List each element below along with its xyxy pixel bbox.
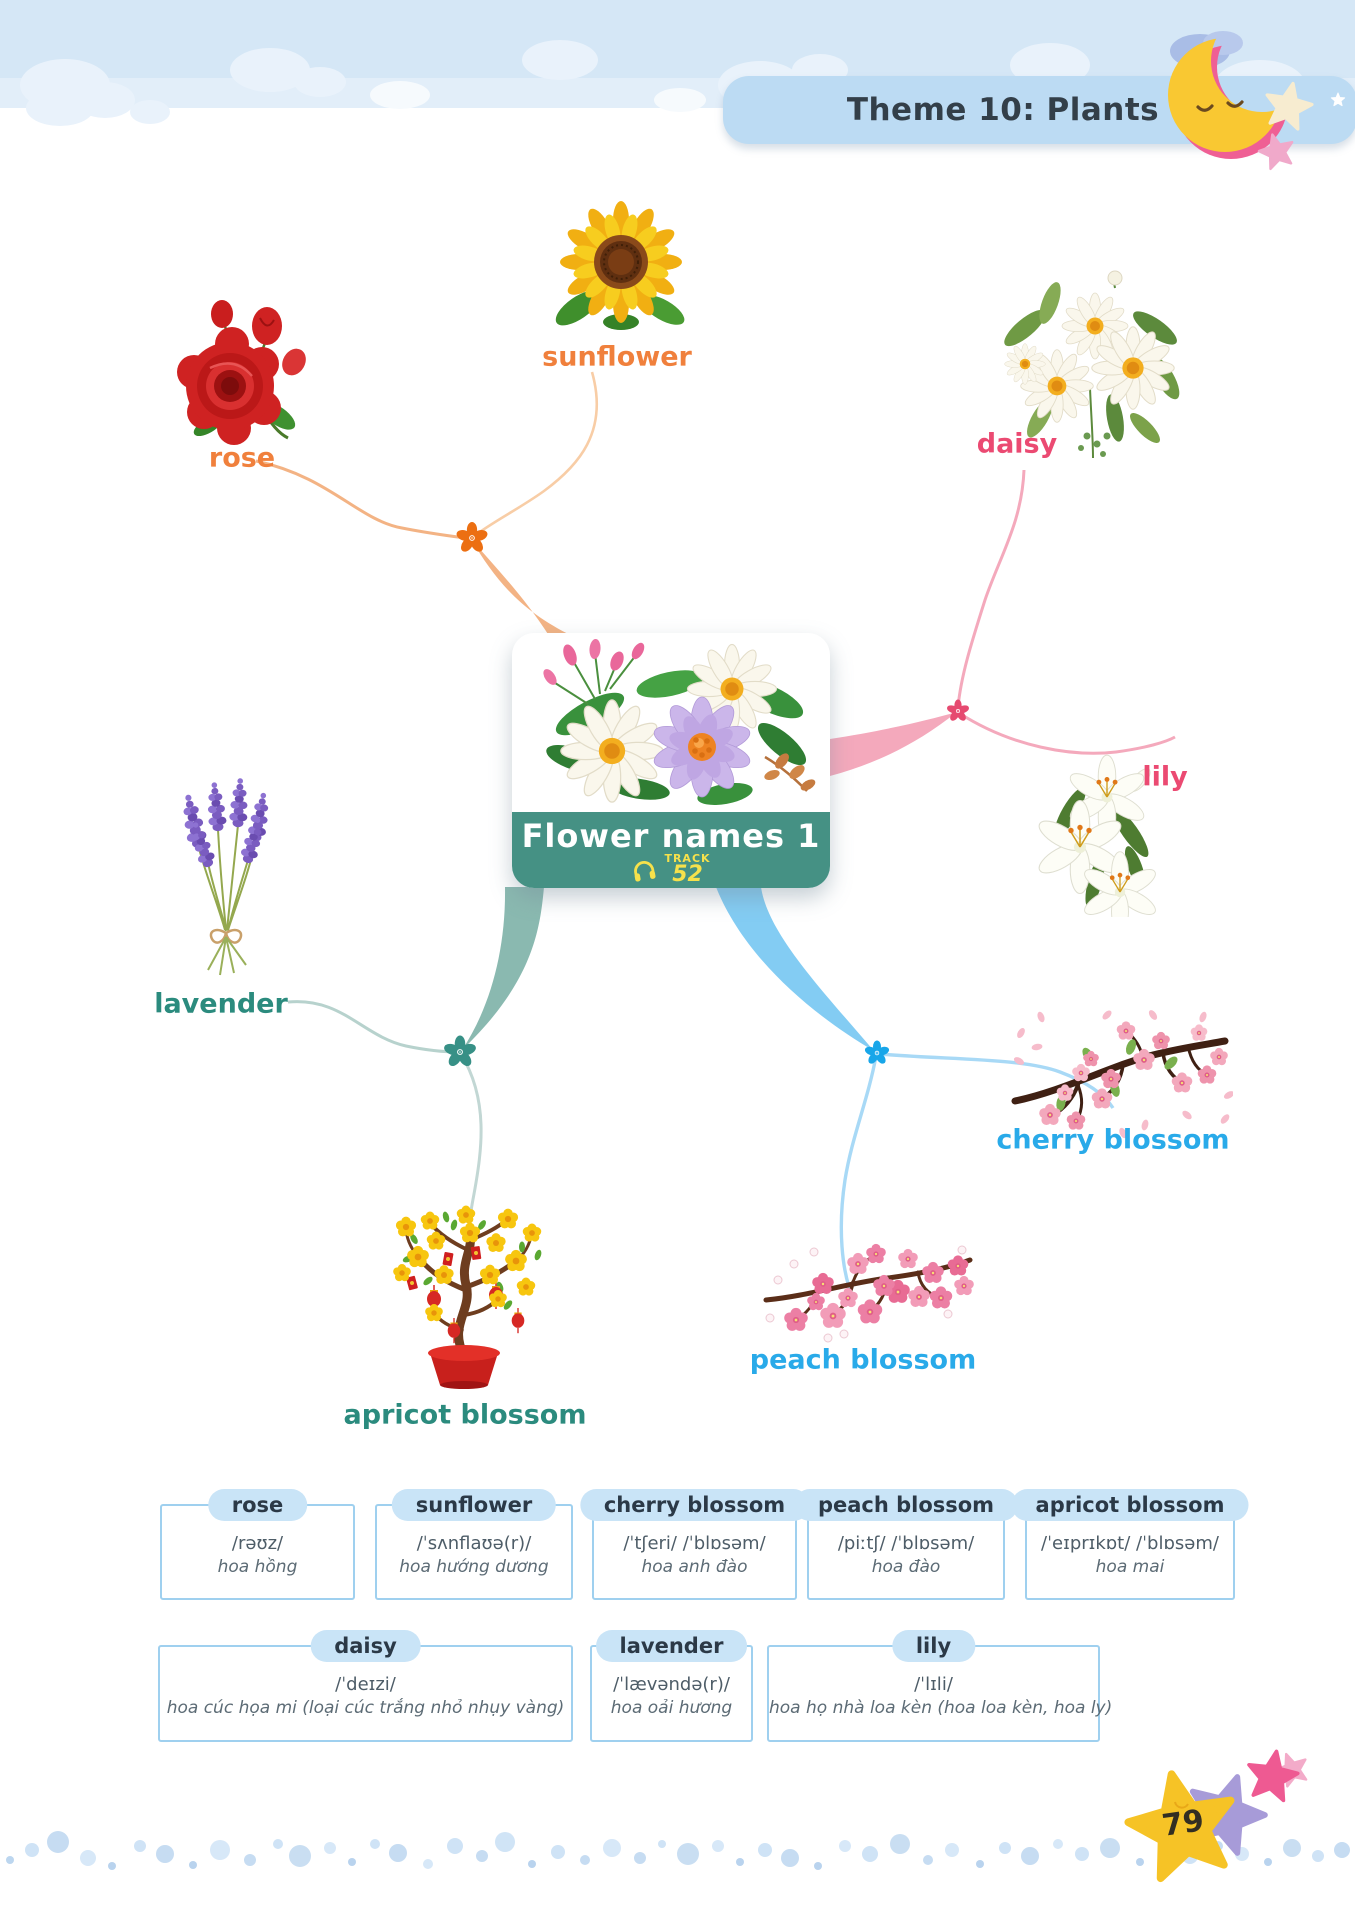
map-label-rose: rose bbox=[208, 442, 276, 474]
lavender-illustration bbox=[178, 777, 273, 976]
vocab-word: lavender bbox=[595, 1630, 748, 1662]
vocab-ipa: /piːtʃ/ /ˈblɒsəm/ bbox=[837, 1533, 975, 1554]
sleeping-moon bbox=[1168, 38, 1282, 152]
center-topic-title: Flower names 1 bbox=[521, 817, 821, 855]
vocab-meaning: hoa cúc họa mi (loại cúc trắng nhỏ nhụy … bbox=[166, 1698, 565, 1718]
vocab-card-lily: lily /ˈlɪli/ hoa họ nhà loa kèn (hoa loa… bbox=[767, 1630, 1113, 1742]
branch-node-flower-icon bbox=[454, 521, 490, 555]
bouquet-illustration bbox=[543, 639, 816, 805]
vocab-meaning: hoa hướng dương bbox=[399, 1557, 549, 1577]
vocab-card-apricot-blossom: apricot blossom /ˈeɪprɪkɒt/ /ˈblɒsəm/ ho… bbox=[1011, 1489, 1249, 1600]
moon-face bbox=[1196, 100, 1244, 112]
corner-stars bbox=[1085, 1745, 1314, 1885]
vocab-word: sunflower bbox=[391, 1489, 557, 1521]
cherry-blossom-illustration bbox=[1011, 1010, 1233, 1139]
page-number: 79 bbox=[1159, 1803, 1207, 1844]
branch-node-flower-icon bbox=[442, 1034, 478, 1069]
vocab-ipa: /ˈtʃeri/ /ˈblɒsəm/ bbox=[623, 1533, 766, 1554]
map-label-lily: lily bbox=[1142, 761, 1188, 793]
vocab-word: lily bbox=[891, 1630, 976, 1662]
map-label-sunflower: sunflower bbox=[542, 341, 692, 373]
map-label-apricot-blossom: apricot blossom bbox=[343, 1399, 587, 1431]
vocab-card-sunflower: sunflower /ˈsʌnflaʊə(r)/ hoa hướng dương bbox=[375, 1489, 573, 1600]
sunflower-illustration bbox=[555, 201, 685, 330]
vocab-ipa: /ˈlɪli/ bbox=[914, 1674, 953, 1695]
vocab-ipa: /rəʊz/ bbox=[231, 1533, 284, 1554]
map-label-cherry-blossom: cherry blossom bbox=[996, 1124, 1230, 1156]
vocab-card-daisy: daisy /ˈdeɪzi/ hoa cúc họa mi (loại cúc … bbox=[158, 1630, 573, 1742]
theme-banner-title: Theme 10: Plants bbox=[846, 92, 1160, 128]
headphones-icon bbox=[634, 860, 656, 882]
bonsai-pot bbox=[430, 1353, 498, 1385]
track-number: 52 bbox=[672, 862, 703, 887]
vocab-meaning: hoa đào bbox=[871, 1557, 941, 1577]
vocab-word: cherry blossom bbox=[579, 1489, 810, 1521]
rose-illustration bbox=[177, 300, 306, 445]
vocab-ipa: /ˈsʌnflaʊə(r)/ bbox=[416, 1533, 532, 1554]
vocab-ipa: /ˈeɪprɪkɒt/ /ˈblɒsəm/ bbox=[1041, 1533, 1219, 1554]
star-icon bbox=[1242, 1745, 1303, 1804]
track-label: TRACK bbox=[664, 852, 711, 865]
audio-track-badge: TRACK 52 bbox=[512, 853, 830, 886]
vocab-meaning: hoa hồng bbox=[217, 1557, 298, 1577]
vocab-ipa: /ˈlævəndə(r)/ bbox=[613, 1674, 730, 1695]
apricot-blossom-illustration bbox=[393, 1205, 542, 1389]
vocab-card-peach-blossom: peach blossom /piːtʃ/ /ˈblɒsəm/ hoa đào bbox=[793, 1489, 1019, 1600]
vocab-card-rose: rose /rəʊz/ hoa hồng bbox=[160, 1489, 355, 1600]
vocab-ipa: /ˈdeɪzi/ bbox=[335, 1674, 396, 1695]
center-topic-card: Flower names 1 TRACK 52 bbox=[512, 633, 830, 888]
vocab-word: apricot blossom bbox=[1011, 1489, 1249, 1521]
vocab-card-lavender: lavender /ˈlævəndə(r)/ hoa oải hương bbox=[590, 1630, 753, 1742]
dots-border bbox=[6, 1831, 1350, 1870]
vocab-meaning: hoa họ nhà loa kèn (hoa loa kèn, hoa ly) bbox=[769, 1698, 1113, 1718]
map-label-peach-blossom: peach blossom bbox=[749, 1344, 977, 1376]
map-label-lavender: lavender bbox=[154, 988, 288, 1020]
star-icon bbox=[1330, 92, 1346, 107]
vocab-meaning: hoa oải hương bbox=[610, 1698, 733, 1718]
vocab-word: daisy bbox=[310, 1630, 421, 1662]
peach-blossom-illustration bbox=[763, 1243, 974, 1343]
map-label-daisy: daisy bbox=[976, 428, 1058, 460]
vocab-card-cherry-blossom: cherry blossom /ˈtʃeri/ /ˈblɒsəm/ hoa an… bbox=[579, 1489, 810, 1600]
moon-illustration bbox=[1168, 31, 1346, 172]
vocab-word: peach blossom bbox=[793, 1489, 1019, 1521]
daisy-illustration bbox=[1004, 270, 1180, 459]
red-envelope-icon bbox=[406, 1246, 482, 1291]
vocab-meaning: hoa mai bbox=[1095, 1557, 1165, 1577]
vocab-meaning: hoa anh đào bbox=[641, 1557, 748, 1577]
vocab-word: rose bbox=[207, 1489, 308, 1521]
center-topic-label-bar: Flower names 1 TRACK 52 bbox=[512, 812, 830, 888]
lily-illustration bbox=[1035, 754, 1160, 917]
